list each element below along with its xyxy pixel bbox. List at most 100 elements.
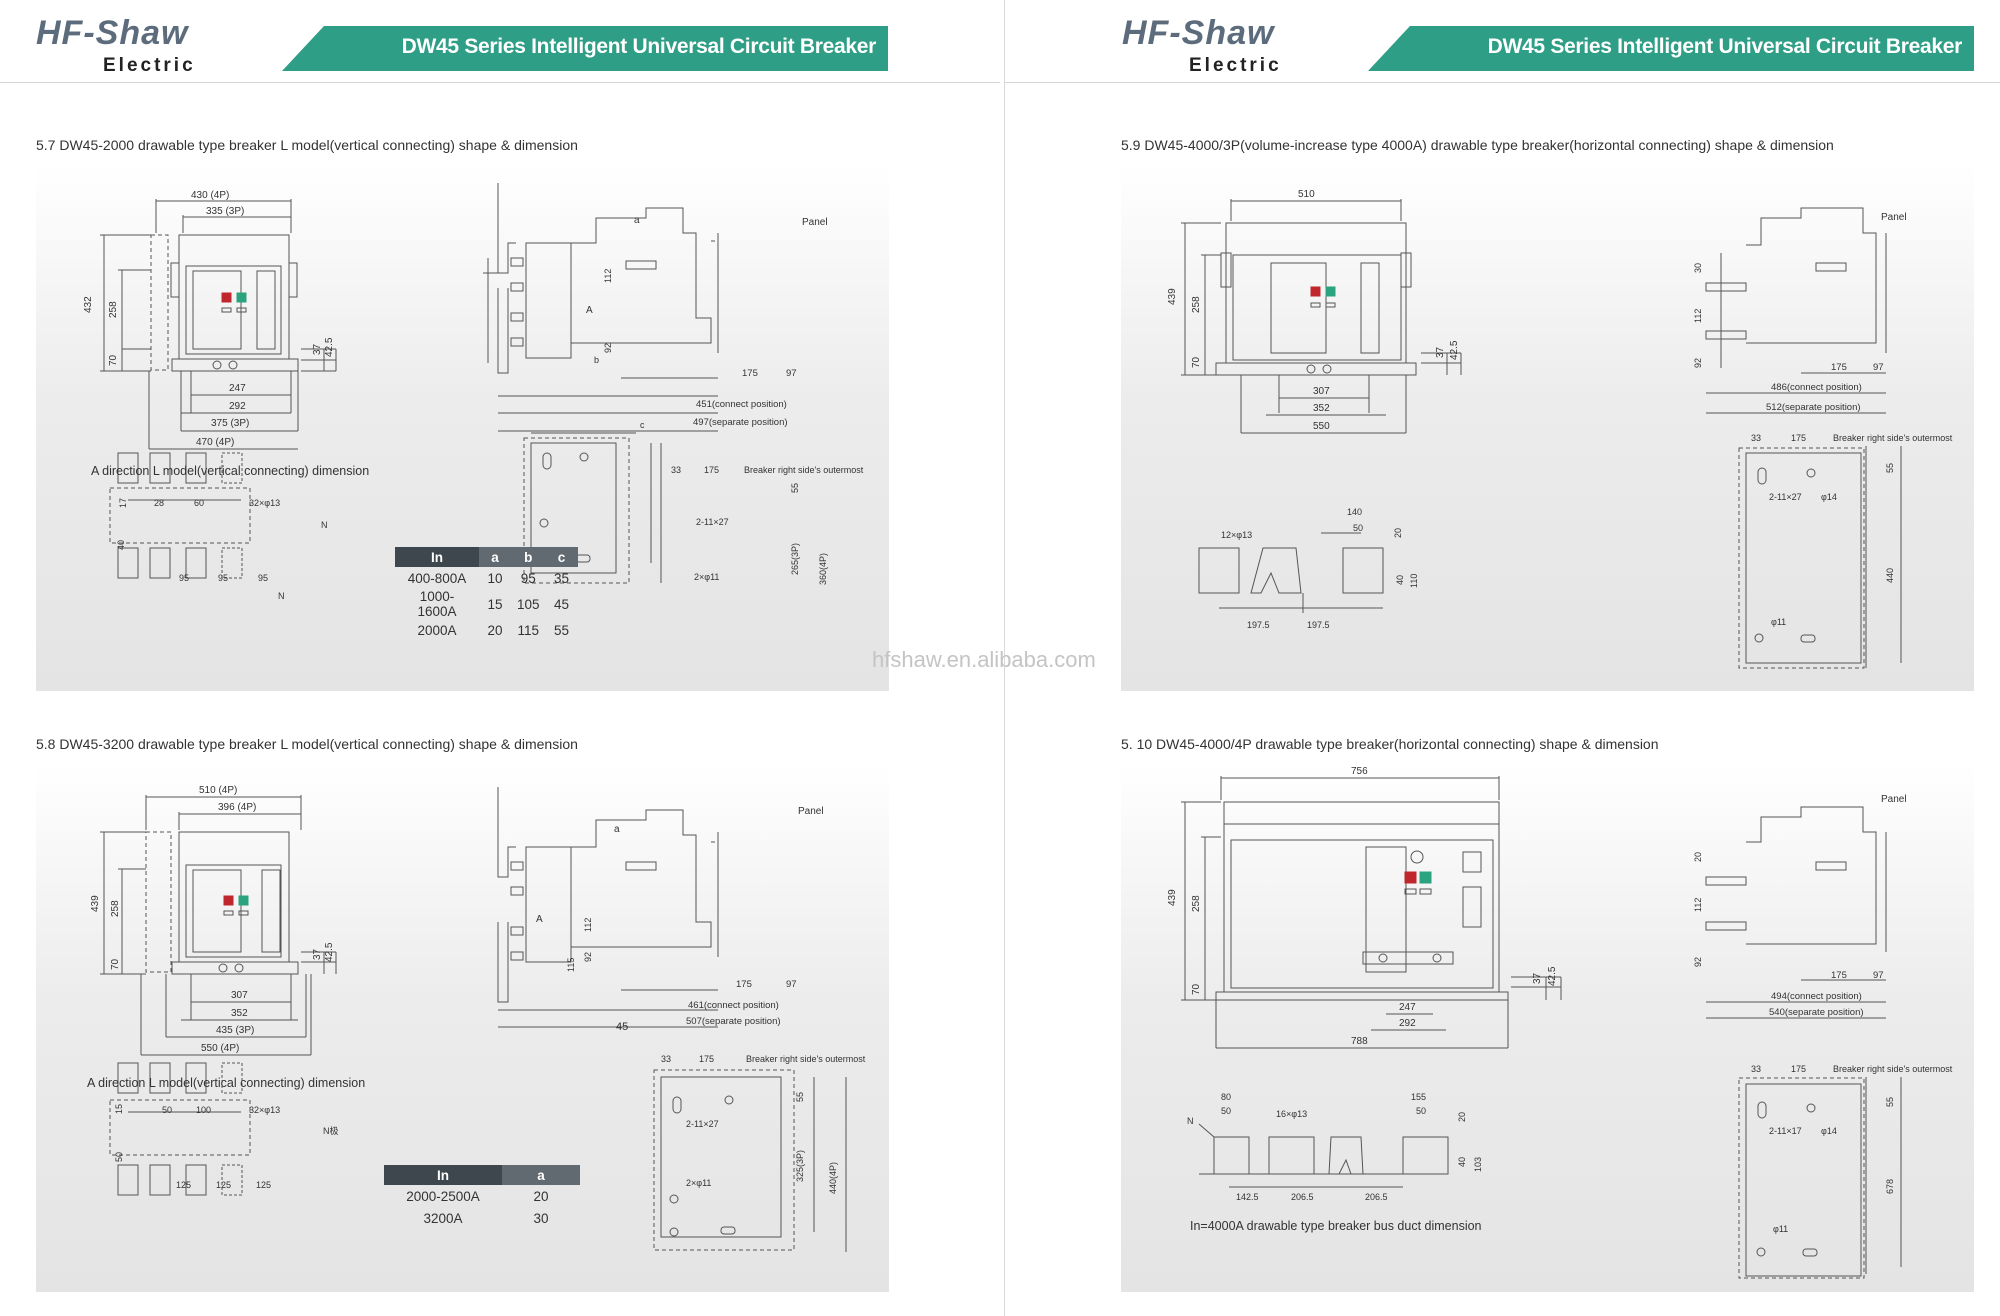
dim-pole-holes: 32×φ13 [249, 498, 280, 508]
front-view [1181, 776, 1562, 1049]
company-logo: HF-Shaw [36, 14, 189, 52]
label-outermost: Breaker right side's outermost [744, 465, 864, 475]
dim-width-3p: 335 (3P) [206, 206, 244, 217]
table-cell: 45 [554, 596, 570, 612]
dimension-drawing-5-10: 756 439 258 70 37 42.5 247 292 788 Panel… [1167, 766, 1953, 1279]
dim-pole-125-a: 125 [176, 1180, 191, 1190]
dim-pole-125-b: 125 [216, 1180, 231, 1190]
dim-height-total: 439 [90, 895, 101, 912]
dimension-drawing-5-9: 510 439 258 70 37 42.5 307 352 550 Panel… [1167, 189, 1953, 669]
dim-width-510: 510 [1298, 189, 1315, 200]
dim-c: c [640, 420, 645, 430]
dim-plate-3p: 265(3P) [790, 543, 800, 575]
label-outermost: Breaker right side's outermost [746, 1054, 866, 1064]
dim-pole-60: 60 [194, 498, 204, 508]
right-page: HF-Shaw Electric DW45 Series Intelligent… [1004, 0, 2000, 1316]
table-header: In [395, 547, 479, 567]
dim-bottom-292: 292 [229, 401, 246, 412]
side-view [1705, 207, 1887, 414]
dim-50-a: 50 [1221, 1106, 1231, 1116]
label-neutral: N [1187, 1116, 1194, 1126]
table-cell: 2000A [417, 622, 457, 638]
mounting-plate [1738, 1077, 1902, 1279]
label-holes: 2×φ11 [694, 572, 719, 582]
dim-bottom-292: 292 [1399, 1018, 1416, 1029]
dim-bottom-247: 247 [1399, 1002, 1416, 1013]
dim-97: 97 [786, 979, 797, 990]
dim-97: 97 [786, 368, 797, 379]
dim-a-top: a [634, 215, 640, 226]
bus-connectors [1198, 532, 1384, 613]
diagram-panel-5-8: 510 (4P) 396 (4P) 439 258 70 37 42.5 307… [36, 762, 889, 1292]
dim-bottom-307: 307 [231, 990, 248, 1001]
table-cell: 55 [554, 622, 570, 638]
page-divider [1004, 0, 1005, 1316]
table-header: a [502, 1165, 580, 1185]
dim-height-258: 258 [1191, 296, 1202, 313]
dim-plate-175: 175 [1791, 1064, 1806, 1074]
table-cell: 2000-2500A [406, 1188, 480, 1204]
dim-plate-175: 175 [1791, 433, 1806, 443]
dim-92: 92 [583, 952, 593, 962]
dim-plate-33: 33 [1751, 1064, 1761, 1074]
dim-pole-95-b: 95 [218, 573, 228, 583]
dim-97: 97 [1873, 970, 1884, 981]
label-panel: Panel [802, 217, 828, 228]
dim-bottom-788: 788 [1351, 1036, 1368, 1047]
dim-plate-55: 55 [1885, 1097, 1895, 1107]
dim-37: 37 [312, 948, 323, 960]
dim-pole-40: 40 [116, 540, 126, 550]
section-title-5-7: 5.7 DW45-2000 drawable type breaker L mo… [36, 137, 578, 153]
label-panel: Panel [1881, 794, 1907, 805]
dim-155: 155 [1411, 1092, 1426, 1102]
label-neutral-2: N [278, 591, 285, 601]
diagram-panel-5-7: 430 (4P) 335 (3P) 432 258 70 37 42.5 247… [36, 163, 889, 691]
dim-connect-position: 486(connect position) [1771, 382, 1862, 393]
header-rule [1004, 82, 2000, 83]
banner-title: DW45 Series Intelligent Universal Circui… [1487, 35, 1963, 58]
dim-plate-33: 33 [661, 1054, 671, 1064]
dim-30: 30 [1693, 263, 1703, 273]
dim-separate-position: 512(separate position) [1766, 402, 1861, 413]
left-page: HF-Shaw Electric DW45 Series Intelligent… [0, 14, 1000, 1292]
dim-20: 20 [1693, 852, 1703, 862]
dim-112: 112 [583, 918, 593, 932]
table-cell: 400-800A [407, 570, 467, 586]
dim-height-439: 439 [1167, 889, 1178, 906]
dim-142-5: 142.5 [1236, 1192, 1259, 1202]
mounting-plate [653, 1069, 847, 1252]
dim-plate-55: 55 [1885, 463, 1895, 473]
label-panel: Panel [1881, 212, 1907, 223]
section-title-5-10: 5. 10 DW45-4000/4P drawable type breaker… [1121, 736, 1659, 752]
dim-plate-4p: 360(4P) [818, 553, 828, 585]
dim-separate-position: 540(separate position) [1769, 1007, 1864, 1018]
dim-pole-28: 28 [154, 498, 164, 508]
label-outermost: Breaker right side's outermost [1833, 1064, 1953, 1074]
company-logo-subtitle: Electric [103, 55, 196, 76]
spec-table-5-8: In a 2000-2500A 20 3200A 30 [384, 1165, 580, 1229]
dim-width-4p: 510 (4P) [199, 785, 237, 796]
label-holes: 2×φ11 [686, 1178, 711, 1188]
table-row: 3200A 30 [384, 1207, 580, 1229]
table-header: In [384, 1165, 502, 1185]
dim-separate-position: 507(separate position) [686, 1016, 781, 1027]
table-row: 2000-2500A 20 [384, 1185, 580, 1207]
series-banner: DW45 Series Intelligent Universal Circui… [1368, 26, 1974, 71]
dim-height-total: 432 [83, 296, 94, 313]
dim-175: 175 [736, 979, 752, 990]
dim-112: 112 [1693, 898, 1703, 912]
table-cell: 10 [487, 570, 503, 586]
series-banner: DW45 Series Intelligent Universal Circui… [282, 26, 888, 71]
dim-height-439: 439 [1167, 288, 1178, 305]
dim-175: 175 [742, 368, 758, 379]
dim-112: 112 [1693, 309, 1703, 323]
label-panel: Panel [798, 806, 824, 817]
dim-197-5-b: 197.5 [1307, 620, 1330, 630]
dim-connect-position: 494(connect position) [1771, 991, 1862, 1002]
dim-20-b: 20 [1457, 1112, 1467, 1122]
pole-arrangement [109, 452, 251, 579]
table-row: 2000A 20 115 55 [395, 619, 578, 641]
dim-height-70: 70 [1191, 983, 1202, 995]
dim-92: 92 [603, 343, 613, 353]
bus-connectors [1198, 1123, 1449, 1188]
